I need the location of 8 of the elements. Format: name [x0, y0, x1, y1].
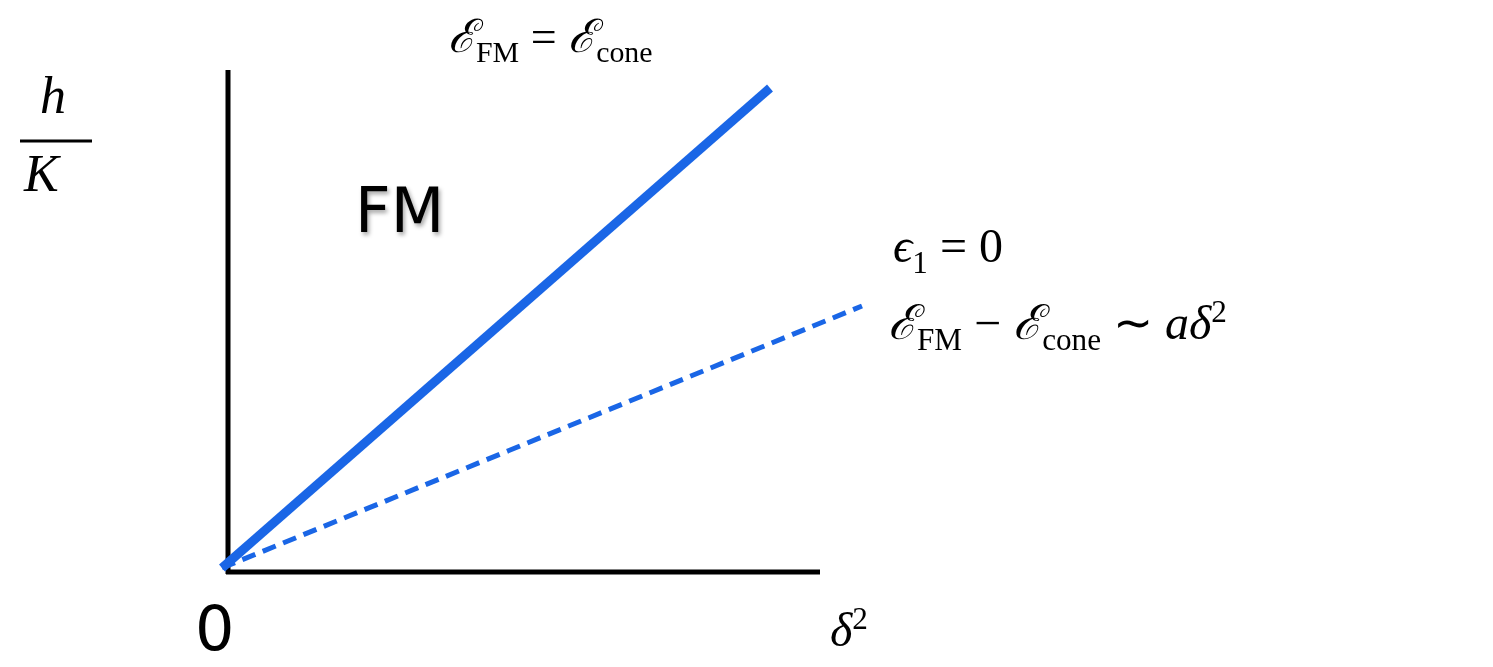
axis-label: h — [40, 70, 66, 122]
curve-label: ℰ$_{FM}$ − ℰ$_{cone}$ ∼ aδ$^{2}$ — [888, 296, 1227, 355]
tick-label: 0 — [195, 598, 235, 660]
curve-label: ℰ$_{FM}$ = ℰ$_{cone}$ — [448, 14, 653, 68]
region-label: FM — [355, 180, 445, 242]
axis-label: δ$^{2}$ — [830, 603, 868, 654]
curve-label: ϵ$_{1}$ = 0 — [893, 222, 1003, 278]
axis-label: K — [24, 148, 59, 200]
